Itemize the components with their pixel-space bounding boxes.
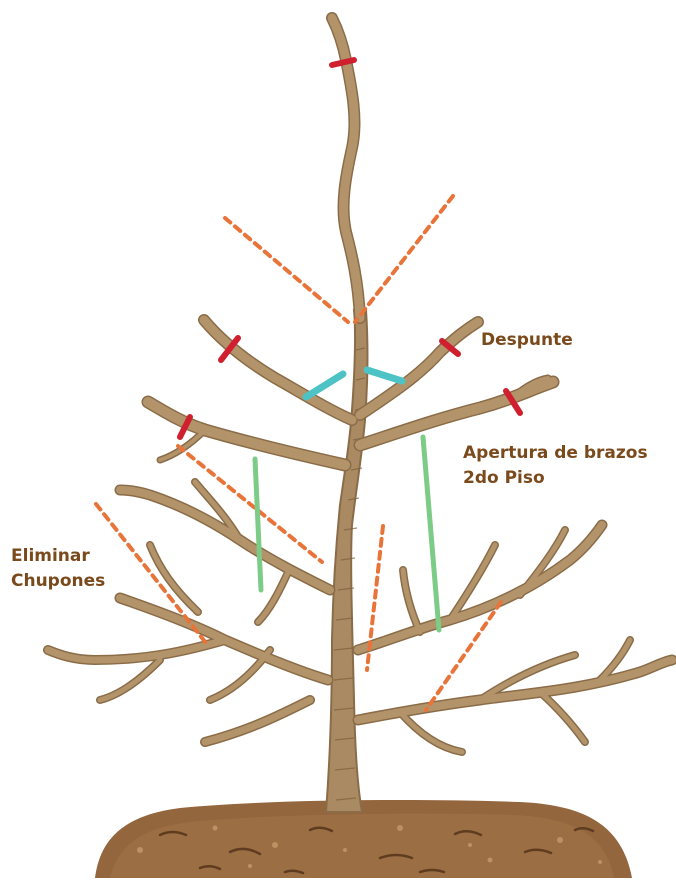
label-apertura-brazos: Apertura de brazos 2do Piso <box>463 441 648 491</box>
label-apertura-line1: Apertura de brazos <box>463 441 648 466</box>
label-despunte-text: Despunte <box>481 328 573 353</box>
prune-line <box>355 196 453 322</box>
twig-outline <box>400 712 462 752</box>
label-apertura-line2: 2do Piso <box>463 466 648 491</box>
label-despunte: Despunte <box>481 328 573 353</box>
soil-mound <box>95 800 632 878</box>
branch-upper-right <box>360 322 478 415</box>
spreader-green-right <box>423 437 439 630</box>
label-eliminar-line1: Eliminar <box>11 544 105 569</box>
label-eliminar-line2: Chupones <box>11 569 105 594</box>
spreader-teal-right <box>367 370 402 381</box>
spreader-green-left <box>255 459 261 590</box>
branch-mid-right-outline <box>358 525 602 650</box>
twig <box>540 692 585 742</box>
prune-line <box>96 504 206 643</box>
branch-mid-right <box>358 525 602 650</box>
label-eliminar-chupones: Eliminar Chupones <box>11 544 105 594</box>
branch-base-left <box>205 700 310 742</box>
tree-trunk <box>326 310 367 812</box>
spreader-teal-left <box>306 374 343 397</box>
prune-line <box>225 218 348 322</box>
